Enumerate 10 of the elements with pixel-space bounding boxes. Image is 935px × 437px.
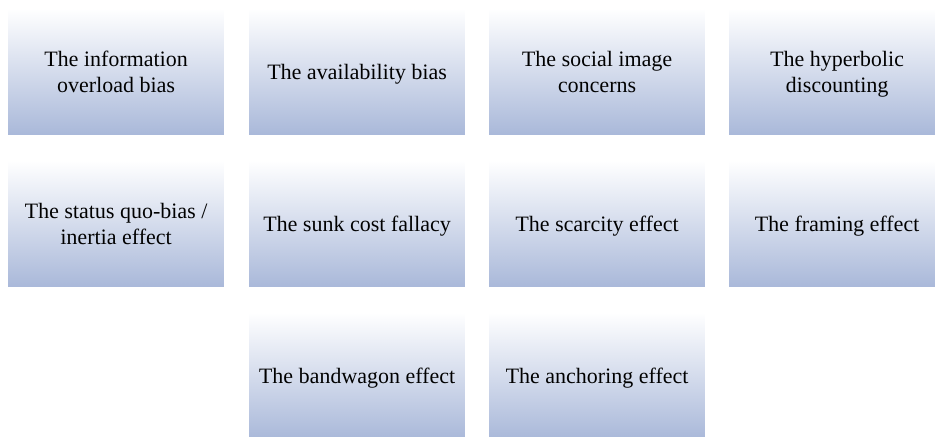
box-label: The scarcity effect	[515, 210, 679, 236]
box-label: The hyperbolic discounting	[769, 46, 905, 98]
box-label: The sunk cost fallacy	[263, 210, 451, 236]
box-label: The bandwagon effect	[258, 362, 456, 388]
box-label: The status quo-bias / inertia effect	[24, 198, 208, 250]
box-label: The availability bias	[267, 58, 447, 84]
box-label: The framing effect	[754, 210, 920, 236]
box-label: The information overload bias	[43, 46, 189, 98]
box-label: The anchoring effect	[506, 362, 688, 388]
box-label: The social image concerns	[520, 46, 674, 98]
